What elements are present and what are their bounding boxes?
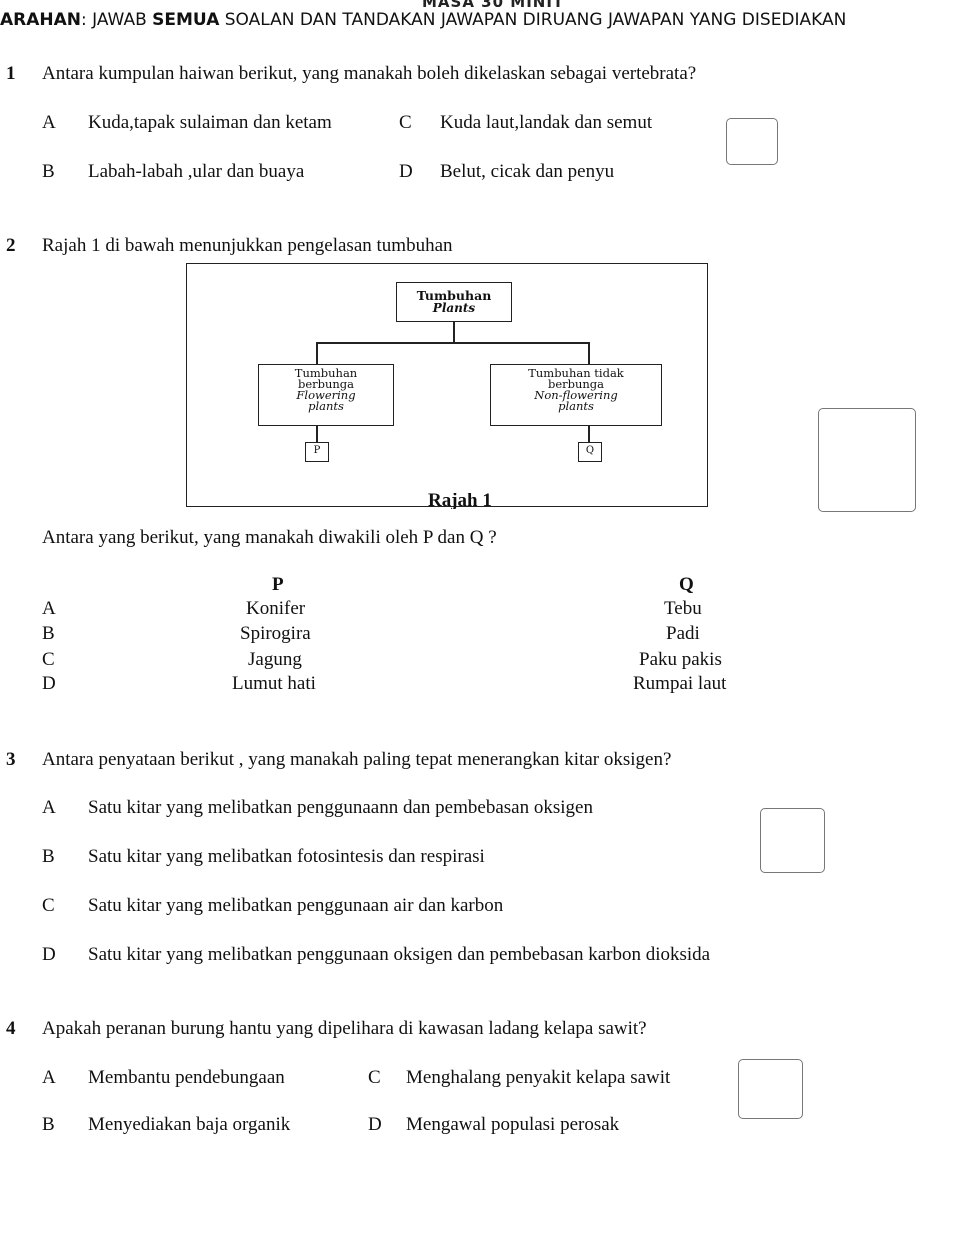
q3-option-d-letter: D [42,944,56,965]
question-4-number: 4 [6,1018,16,1039]
diagram-left-malay-2: berbunga [297,377,355,391]
diagram-q-stem [588,426,590,442]
diagram-right-english-1: Non-flowering [534,388,618,402]
diagram-root-box: Tumbuhan Plants [396,282,512,322]
q3-option-c-letter: C [42,895,55,916]
q3-option-a-letter: A [42,797,56,818]
q2-row-b-letter: B [42,623,55,644]
instruction-line: ARAHAN: JAWAB SEMUA SOALAN DAN TANDAKAN … [0,10,846,30]
q2-row-d-letter: D [42,673,56,694]
question-2-followup: Antara yang berikut, yang manakah diwaki… [42,527,497,548]
q1-option-c-text: Kuda laut,landak dan semut [440,112,653,133]
q4-option-a-letter: A [42,1067,56,1088]
q4-option-d-text: Mengawal populasi perosak [406,1114,620,1135]
q1-option-d-text: Belut, cicak dan penyu [440,161,615,182]
q2-row-c-letter: C [42,649,55,670]
diagram-root-stem [453,322,455,342]
diagram-leaf-p: P [305,442,329,462]
q4-option-d-letter: D [368,1114,382,1135]
q4-option-c-text: Menghalang penyakit kelapa sawit [406,1067,671,1088]
q2-row-c-p: Jagung [248,649,302,670]
q3-answer-box[interactable] [760,808,825,873]
instruction-label: ARAHAN [0,10,82,30]
diagram-root-malay: Tumbuhan [416,288,492,303]
diagram-branch-line [316,342,589,344]
diagram-flowering-box: Tumbuhan berbunga Flowering plants [258,364,394,426]
q2-row-a-q: Tebu [664,598,702,619]
diagram-left-malay-1: Tumbuhan [294,366,358,380]
q2-row-a-p: Konifer [246,598,306,619]
table-header-p: P [272,574,284,595]
q2-row-b-p: Spirogira [240,623,311,644]
table-header-q: Q [679,574,694,595]
diagram-caption: Rajah 1 [428,493,492,509]
diagram-right-english-2: plants [558,399,594,413]
diagram-left-stem [316,342,318,364]
q4-option-b-letter: B [42,1114,55,1135]
q3-option-a-text: Satu kitar yang melibatkan penggunaann d… [88,797,593,818]
q2-row-c-q: Paku pakis [639,649,722,670]
q1-option-d-letter: D [399,161,413,182]
q1-answer-box[interactable] [726,118,778,165]
question-3-number: 3 [6,749,16,770]
q3-option-b-text: Satu kitar yang melibatkan fotosintesis … [88,846,485,867]
question-1-number: 1 [6,63,16,84]
q3-option-b-letter: B [42,846,55,867]
question-4-text: Apakah peranan burung hantu yang dipelih… [42,1018,647,1039]
q2-answer-box[interactable] [818,408,916,512]
q1-option-b-text: Labah-labah ,ular dan buaya [88,161,305,182]
q3-option-c-text: Satu kitar yang melibatkan penggunaan ai… [88,895,504,916]
q1-option-a-letter: A [42,112,56,133]
diagram-leaf-q: Q [578,442,602,462]
diagram-root-english: Plants [432,301,476,315]
diagram-right-stem [588,342,590,364]
diagram-left-english-2: plants [308,399,344,413]
q2-row-d-q: Rumpai laut [633,673,727,694]
q4-option-c-letter: C [368,1067,381,1088]
question-2-text: Rajah 1 di bawah menunjukkan pengelasan … [42,235,453,256]
q2-row-d-p: Lumut hati [232,673,316,694]
q2-row-a-letter: A [42,598,56,619]
diagram-left-english-1: Flowering [296,388,356,402]
q4-answer-box[interactable] [738,1059,803,1119]
diagram-non-flowering-box: Tumbuhan tidak berbunga Non-flowering pl… [490,364,662,426]
instruction-text: : JAWAB [81,10,153,30]
q1-option-b-letter: B [42,161,55,182]
classification-diagram: Tumbuhan Plants Tumbuhan berbunga Flower… [186,263,708,507]
diagram-right-malay-1: Tumbuhan tidak [528,366,624,380]
instruction-rest: SOALAN DAN TANDAKAN JAWAPAN DIRUANG JAWA… [219,10,847,30]
instruction-semua: SEMUA [152,10,220,30]
q1-option-a-text: Kuda,tapak sulaiman dan ketam [88,112,332,133]
question-1-text: Antara kumpulan haiwan berikut, yang man… [42,63,697,84]
q4-option-b-text: Menyediakan baja organik [88,1114,291,1135]
q3-option-d-text: Satu kitar yang melibatkan penggunaan ok… [88,944,711,965]
page-header-cut: MASA 30 MINIT [422,0,565,11]
question-2-number: 2 [6,235,16,256]
q4-option-a-text: Membantu pendebungaan [88,1067,285,1088]
diagram-p-stem [316,426,318,442]
question-3-text: Antara penyataan berikut , yang manakah … [42,749,672,770]
q1-option-c-letter: C [399,112,412,133]
q2-row-b-q: Padi [666,623,700,644]
diagram-right-malay-2: berbunga [547,377,605,391]
